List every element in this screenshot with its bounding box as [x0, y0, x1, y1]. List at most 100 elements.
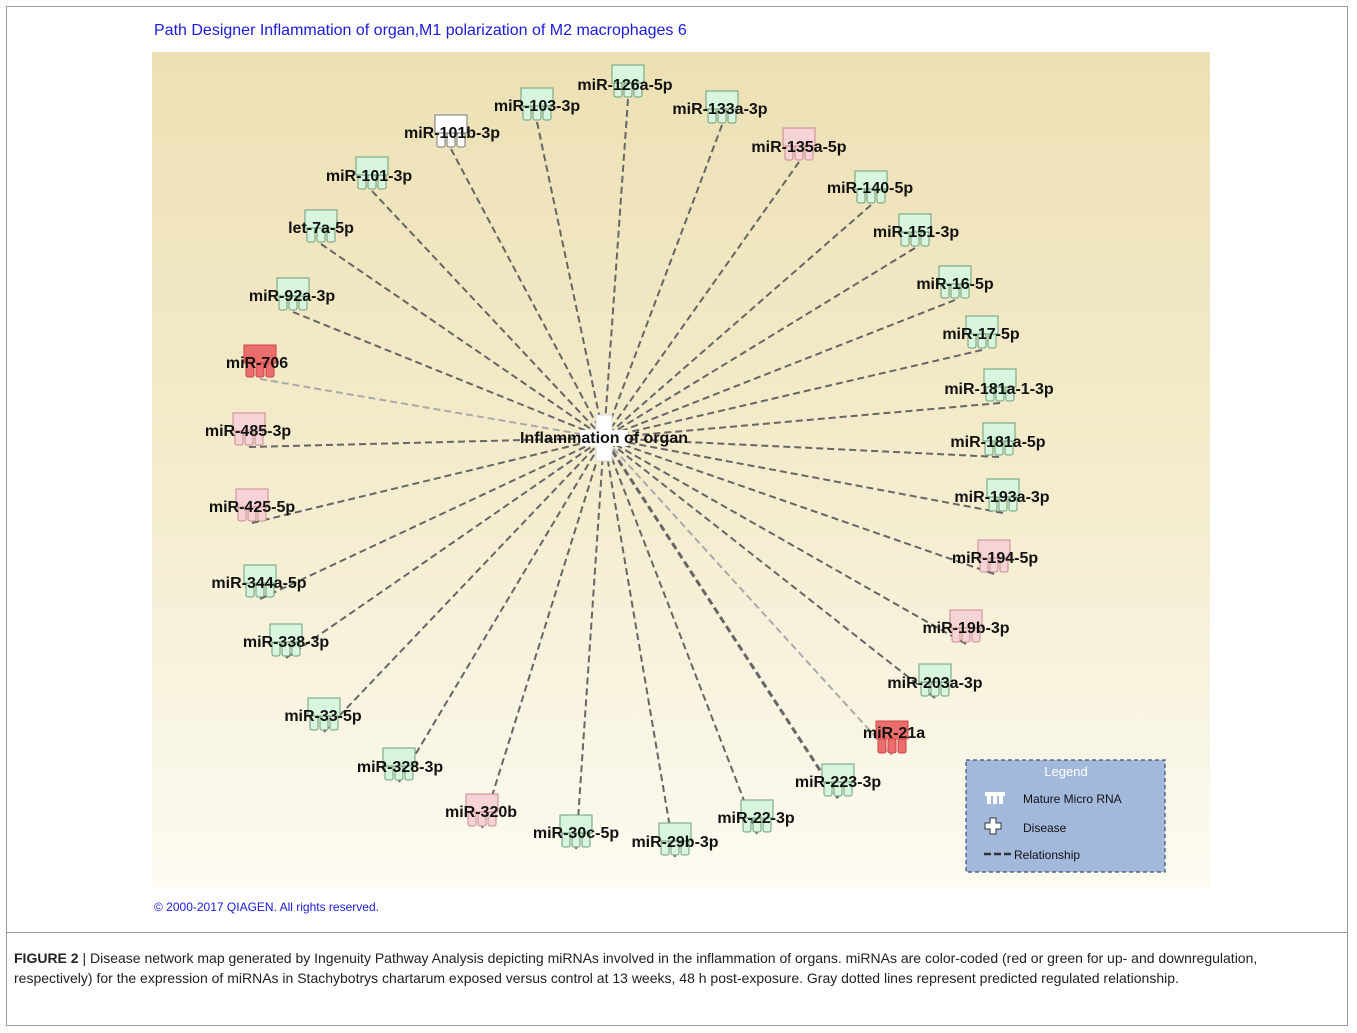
- mirna-node-label: let-7a-5p: [288, 220, 354, 237]
- relationship-edge: [603, 299, 956, 439]
- mature-micro-rna-icon: [938, 265, 972, 299]
- mirna-node-label: miR-338-3p: [243, 634, 329, 651]
- relationship-edge: [603, 437, 893, 756]
- mirna-node[interactable]: miR-133a-3p: [672, 90, 768, 124]
- mature-micro-rna-icon: [782, 127, 816, 161]
- mature-micro-rna-icon: [559, 814, 593, 848]
- mirna-node-label: miR-151-3p: [873, 224, 959, 241]
- mirna-node[interactable]: miR-101-3p: [326, 156, 412, 190]
- mirna-node[interactable]: miR-194-5p: [952, 539, 1038, 573]
- mature-micro-rna-icon: [355, 156, 389, 190]
- mirna-node[interactable]: miR-344a-5p: [211, 564, 307, 598]
- mirna-node-label: miR-19b-3p: [922, 620, 1009, 637]
- mirna-node[interactable]: miR-16-5p: [916, 265, 994, 299]
- relationship-edge: [251, 437, 605, 524]
- mirna-node[interactable]: miR-485-3p: [205, 412, 291, 446]
- legend-item-label: Relationship: [1014, 848, 1080, 862]
- mature-micro-rna-icon: [382, 747, 416, 781]
- mature-micro-rna-icon: [304, 209, 338, 243]
- mirna-node[interactable]: miR-17-5p: [942, 315, 1020, 349]
- figure-frame: [6, 6, 1348, 1026]
- relationship-edge: [603, 124, 723, 439]
- mirna-node[interactable]: miR-92a-3p: [249, 277, 335, 311]
- mirna-node[interactable]: miR-21a: [863, 720, 925, 754]
- diagram-title: Path Designer Inflammation of organ,M1 p…: [154, 22, 687, 39]
- relationship-edge: [575, 437, 605, 850]
- mirna-node-label: miR-140-5p: [827, 180, 913, 197]
- relationship-edge: [603, 161, 800, 439]
- relationship-edge: [603, 247, 916, 439]
- mirna-node-label: miR-181a-5p: [950, 434, 1045, 451]
- mature-micro-rna-icon: [977, 539, 1011, 573]
- mirna-node[interactable]: miR-19b-3p: [922, 609, 1010, 643]
- mirna-node-label: miR-92a-3p: [249, 288, 335, 305]
- mirna-node[interactable]: miR-706: [226, 344, 288, 378]
- mirna-node[interactable]: miR-320b: [445, 793, 517, 827]
- mirna-node-label: miR-181a-1-3p: [944, 381, 1054, 398]
- mirna-node-label: miR-17-5p: [942, 326, 1020, 343]
- disease-node[interactable]: Inflammation of organ: [520, 414, 688, 462]
- mirna-node[interactable]: miR-425-5p: [209, 488, 295, 522]
- mirna-node[interactable]: miR-126a-5p: [577, 64, 673, 98]
- mirna-node-label: miR-133a-3p: [672, 101, 767, 118]
- mirna-node[interactable]: miR-33-5p: [284, 697, 362, 731]
- mature-micro-rna-icon: [982, 422, 1016, 456]
- mirna-node-label: miR-126a-5p: [577, 77, 672, 94]
- mirna-node[interactable]: miR-29b-3p: [631, 822, 719, 856]
- mirna-node-label: miR-425-5p: [209, 499, 295, 516]
- mirna-node[interactable]: miR-30c-5p: [533, 814, 619, 848]
- mirna-node-label: miR-320b: [445, 804, 517, 821]
- mirna-node[interactable]: miR-151-3p: [873, 213, 959, 247]
- mature-micro-rna-icon: [611, 64, 645, 98]
- relationship-edge: [285, 437, 605, 659]
- mirna-node-label: miR-194-5p: [952, 550, 1038, 567]
- mirna-node-label: miR-101-3p: [326, 168, 412, 185]
- mirna-node-label: miR-22-3p: [717, 810, 795, 827]
- mirna-node-label: miR-30c-5p: [533, 825, 619, 842]
- mirna-node[interactable]: miR-193a-3p: [954, 478, 1050, 512]
- relationship-edge: [602, 437, 840, 799]
- mirna-node[interactable]: miR-22-3p: [717, 799, 795, 833]
- relationship-edge: [292, 311, 605, 439]
- mirna-node-label: miR-223-3p: [795, 774, 881, 791]
- relationship-edge: [603, 437, 995, 575]
- mirna-node-label: miR-103-3p: [494, 98, 580, 115]
- mature-micro-rna-icon: [434, 114, 468, 148]
- relationship-edge: [320, 243, 605, 439]
- mature-micro-rna-icon: [276, 277, 310, 311]
- mirna-node[interactable]: miR-135a-5p: [751, 127, 847, 161]
- mirna-node[interactable]: miR-181a-5p: [950, 422, 1046, 456]
- caption-text: | Disease network map generated by Ingen…: [14, 950, 1258, 986]
- mature-micro-rna-icon: [949, 609, 983, 643]
- mirna-node-label: miR-193a-3p: [954, 489, 1049, 506]
- relationship-edge: [481, 437, 605, 829]
- relationship-edge: [323, 437, 605, 733]
- mirna-node[interactable]: miR-181a-1-3p: [944, 368, 1054, 402]
- mirna-node[interactable]: miR-223-3p: [795, 763, 881, 797]
- caption-label: FIGURE 2: [14, 950, 79, 966]
- mirna-node-label: miR-203a-3p: [887, 675, 982, 692]
- mirna-node[interactable]: miR-203a-3p: [887, 663, 983, 697]
- relationship-edge: [603, 437, 1004, 514]
- disease-node-label: Inflammation of organ: [520, 430, 688, 447]
- mature-micro-rna-icon: [898, 213, 932, 247]
- mirna-node-label: miR-344a-5p: [211, 575, 306, 592]
- relationship-edge: [603, 98, 629, 439]
- relationship-edge: [603, 437, 676, 858]
- mirna-node-label: miR-33-5p: [284, 708, 362, 725]
- mirna-node[interactable]: miR-328-3p: [357, 747, 443, 781]
- diagram-background: [152, 52, 1210, 888]
- mature-micro-rna-icon: [520, 87, 554, 121]
- mirna-node[interactable]: miR-103-3p: [494, 87, 580, 121]
- mirna-node-label: miR-706: [226, 355, 288, 372]
- mirna-node[interactable]: miR-140-5p: [827, 170, 913, 204]
- mirna-node[interactable]: let-7a-5p: [288, 209, 354, 243]
- mature-micro-rna-icon: [740, 799, 774, 833]
- mirna-node[interactable]: miR-101b-3p: [404, 114, 500, 148]
- mirna-node[interactable]: miR-338-3p: [243, 623, 329, 657]
- legend-item-label: Mature Micro RNA: [1023, 792, 1122, 806]
- mature-micro-rna-icon: [307, 697, 341, 731]
- mature-micro-rna-icon: [243, 564, 277, 598]
- mature-micro-rna-icon: [243, 344, 277, 378]
